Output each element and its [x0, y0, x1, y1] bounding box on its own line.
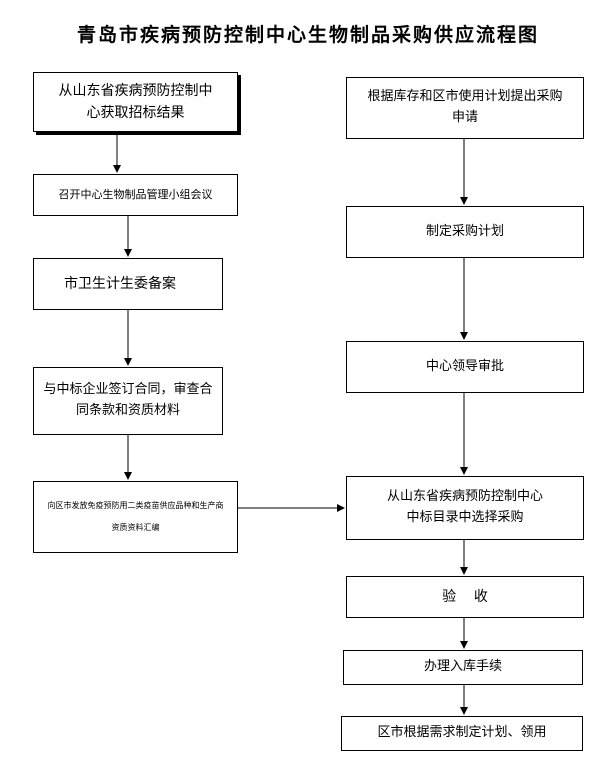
step-distribute-vaccine-info: 向区市发放免疫预防用二类疫苗供应品种和生产商资质资料汇编 — [33, 481, 238, 553]
step-committee-meeting: 召开中心生物制品管理小组会议 — [33, 174, 238, 216]
diagram-title: 青岛市疾病预防控制中心生物制品采购供应流程图 — [76, 24, 539, 46]
step-acceptance: 验 收 — [346, 576, 584, 618]
step-select-from-catalog: 从山东省疾病预防控制中心中标目录中选择采购 — [346, 476, 584, 540]
step-purchase-request: 根据库存和区市使用计划提出采购申请 — [346, 77, 584, 139]
step-warehouse-entry: 办理入库手续 — [343, 650, 583, 685]
step-leader-approval: 中心领导审批 — [346, 341, 584, 393]
step-sign-contract: 与中标企业签订合同，审查合同条款和资质材料 — [33, 367, 223, 435]
step-district-plan-and-collect: 区市根据需求制定计划、领用 — [341, 716, 583, 751]
step-make-purchase-plan: 制定采购计划 — [346, 206, 584, 258]
step-health-commission-filing: 市卫生计生委备案 — [33, 258, 223, 310]
step-get-bidding-results: 从山东省疾病预防控制中心获取招标结果 — [33, 72, 238, 132]
